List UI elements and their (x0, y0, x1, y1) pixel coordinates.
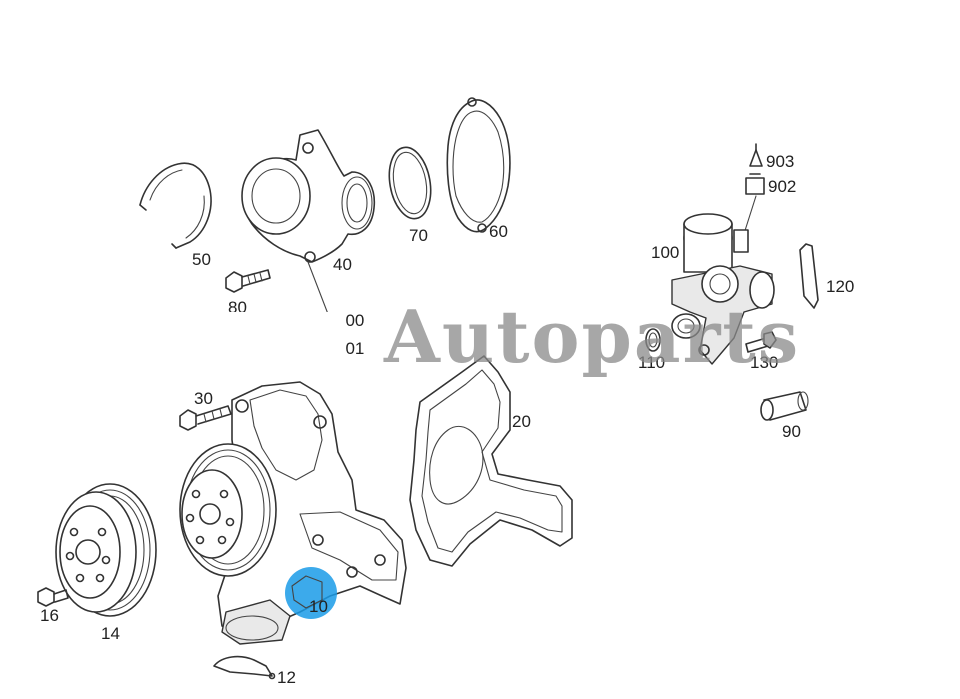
label-mask (140, 312, 346, 362)
label-16: 16 (40, 606, 59, 625)
part-50-clip[interactable] (139, 162, 212, 249)
label-902: 902 (768, 177, 796, 196)
part-130-bolt[interactable] (745, 331, 777, 353)
part-16-bolt[interactable] (37, 587, 69, 607)
part-80-bolt[interactable] (225, 269, 271, 293)
label-14: 14 (101, 624, 120, 643)
part-12-clip[interactable] (213, 655, 276, 680)
part-902-connector-housing[interactable] (745, 173, 765, 195)
label-40: 40 (333, 255, 352, 274)
label-903: 903 (766, 152, 794, 171)
part-90-pipe[interactable] (760, 391, 809, 421)
watermark: Autoparts (383, 294, 800, 379)
part-30-bolt[interactable] (179, 405, 232, 431)
part-60-gasket[interactable] (446, 97, 511, 233)
part-14-pulley[interactable] (55, 483, 157, 617)
label-130: 130 (750, 353, 778, 372)
label-50: 50 (192, 250, 211, 269)
label-110: 110 (638, 353, 665, 372)
label-70: 70 (409, 226, 428, 245)
part-110-seal[interactable] (645, 328, 661, 352)
part-10-water-pump[interactable] (179, 381, 407, 645)
part-100-valve-assembly[interactable] (671, 195, 775, 365)
label-90: 90 (782, 422, 801, 441)
part-903-connector-pin[interactable] (749, 143, 763, 167)
label-20: 20 (512, 412, 531, 431)
label-10: 10 (309, 597, 328, 616)
highlight-marker-10[interactable] (285, 567, 337, 619)
part-120-clip[interactable] (799, 243, 819, 309)
label-12: 12 (277, 668, 296, 687)
label-60: 60 (489, 222, 508, 241)
label-30: 30 (194, 389, 213, 408)
label-120: 120 (826, 277, 854, 296)
part-70-o-ring[interactable] (384, 144, 436, 222)
part-40-thermostat-housing[interactable] (241, 129, 376, 341)
part-20-pump-gasket[interactable] (409, 355, 573, 567)
label-100-lower: 100 (651, 243, 679, 262)
